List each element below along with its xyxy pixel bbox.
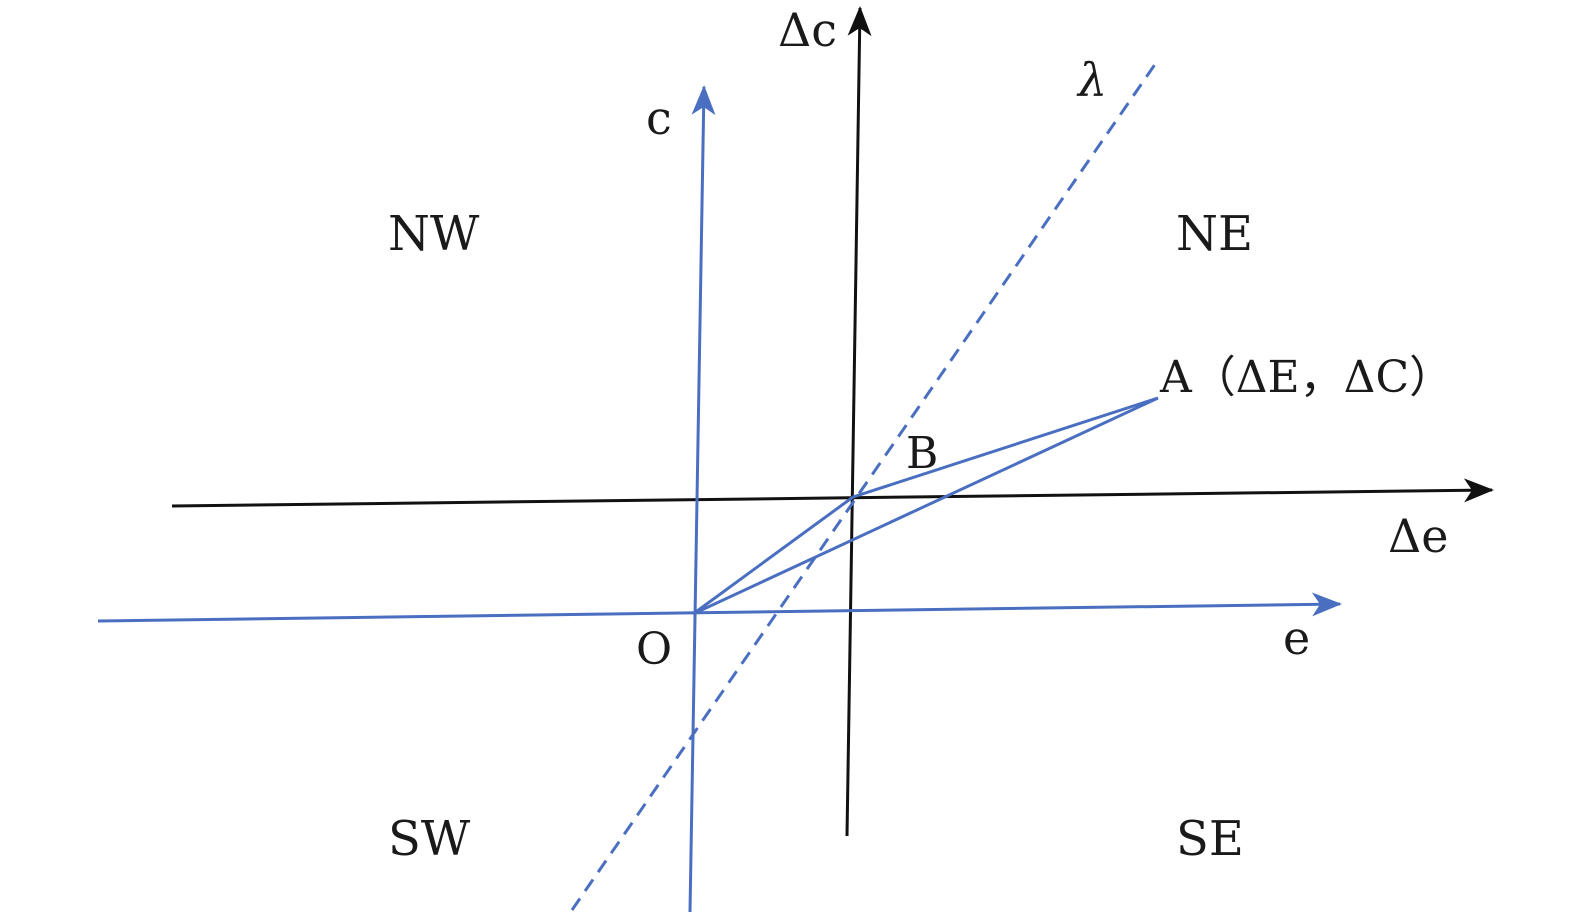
c-axis	[688, 85, 716, 913]
quadrant-ne-label: NE	[1176, 206, 1253, 262]
delta-c-axis	[845, 6, 872, 837]
origin-label: O	[636, 624, 672, 675]
delta-e-axis-label: Δe	[1388, 509, 1448, 563]
quadrant-nw-label: NW	[388, 206, 480, 262]
quadrant-sw-label: SW	[388, 811, 471, 867]
point-a-label: A（ΔE，ΔC）	[1159, 352, 1453, 403]
delta-c-axis-label: Δc	[778, 3, 837, 57]
line-b-to-a	[852, 396, 1159, 499]
line-o-to-b	[692, 495, 854, 616]
point-b-label: B	[906, 428, 938, 479]
lambda-line	[570, 59, 1160, 911]
lambda-label: λ	[1076, 53, 1107, 107]
e-axis	[97, 592, 1342, 623]
delta-e-axis	[171, 478, 1494, 508]
quadrant-se-label: SE	[1176, 811, 1244, 867]
line-o-to-a	[692, 396, 1159, 616]
e-axis-label: e	[1283, 611, 1310, 665]
c-axis-label: c	[646, 91, 672, 145]
